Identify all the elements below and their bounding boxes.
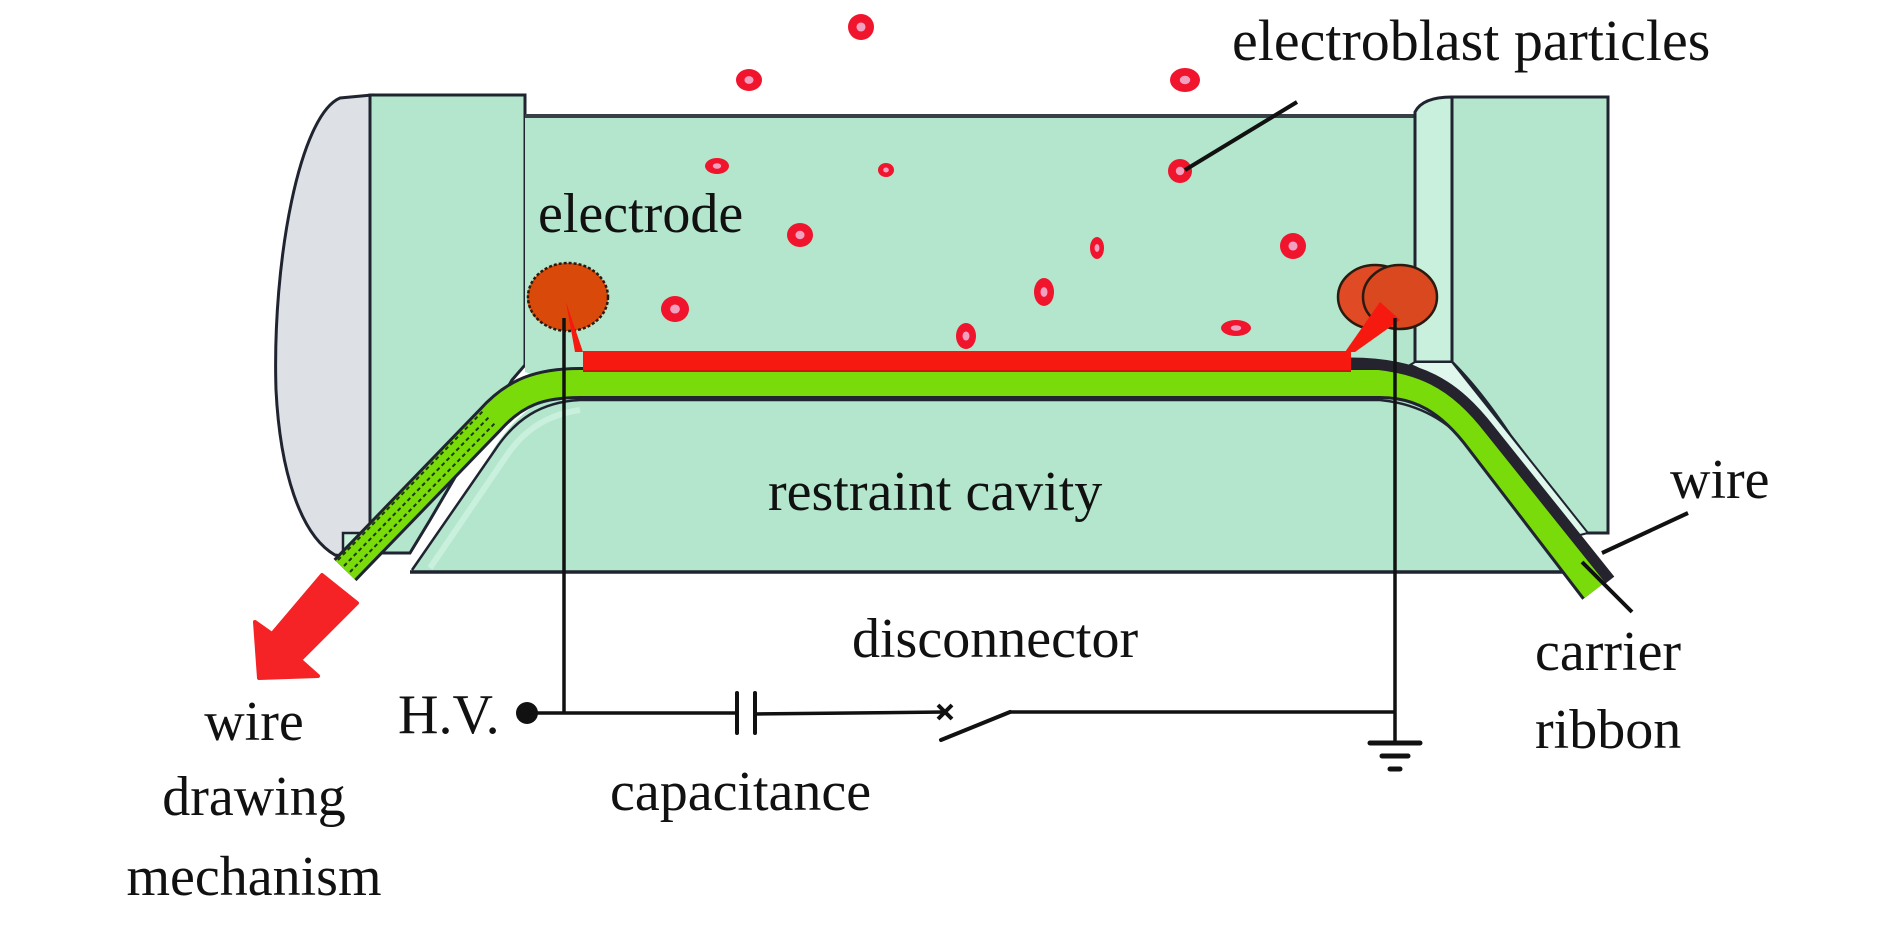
- electrode-right: [1336, 263, 1439, 352]
- label-wire: wire: [1670, 449, 1770, 511]
- particle-core: [1288, 241, 1298, 251]
- ground-symbol: [1367, 740, 1423, 772]
- particle-core: [1094, 244, 1100, 252]
- label-ribbon: ribbon: [1535, 699, 1681, 761]
- label-electrode: electrode: [538, 183, 743, 245]
- wire: [583, 351, 1615, 584]
- label-hv: H.V.: [398, 684, 500, 746]
- electrode-left: [526, 261, 610, 352]
- particle-core: [962, 331, 970, 341]
- disconnector-switch: [936, 703, 1012, 742]
- particle-core: [883, 167, 889, 173]
- label-capacitance: capacitance: [610, 761, 871, 823]
- label-wire-drawing-1: wire: [204, 691, 304, 753]
- particle-core: [1230, 325, 1242, 331]
- particle-core: [1040, 287, 1048, 297]
- wire-leader: [1601, 511, 1689, 555]
- label-carrier: carrier: [1535, 621, 1681, 683]
- label-wire-drawing-3: mechanism: [126, 846, 381, 908]
- particle-core: [1179, 75, 1191, 85]
- label-wire-drawing-2: drawing: [162, 766, 346, 828]
- capacitor-symbol: [735, 691, 757, 735]
- particle-core: [712, 163, 722, 169]
- label-restraint-cavity: restraint cavity: [768, 461, 1102, 523]
- particle-core: [744, 76, 754, 84]
- particles-leader: [1183, 100, 1299, 172]
- electroblast-particles: [661, 14, 1306, 349]
- carrier-ribbon: [333, 367, 1608, 600]
- wire-drawing-arrow-icon: [253, 573, 359, 680]
- label-electroblast-particles: electroblast particles: [1232, 8, 1710, 73]
- particle-core: [795, 230, 805, 240]
- particle-core: [1175, 166, 1185, 176]
- particle-core: [670, 304, 680, 314]
- exploding-wire-segment: [583, 351, 1351, 372]
- leader-lines: [1183, 100, 1689, 614]
- carrier-ribbon-leader: [1580, 560, 1634, 614]
- circuit: [516, 318, 1423, 772]
- end-cap: [274, 93, 374, 562]
- label-disconnector: disconnector: [852, 608, 1138, 670]
- particle-core: [856, 22, 866, 32]
